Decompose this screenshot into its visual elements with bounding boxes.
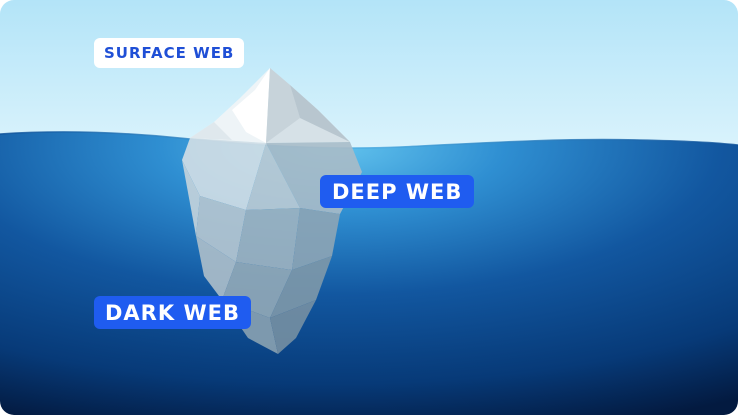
waterline	[0, 131, 738, 149]
sky	[0, 0, 738, 150]
dark-web-label: DARK WEB	[94, 296, 251, 329]
surface-web-label: SURFACE WEB	[94, 38, 245, 68]
iceberg-underwater	[182, 138, 362, 354]
ocean-water	[0, 131, 738, 415]
iceberg-tip	[190, 68, 350, 143]
deep-web-label: DEEP WEB	[320, 175, 475, 208]
